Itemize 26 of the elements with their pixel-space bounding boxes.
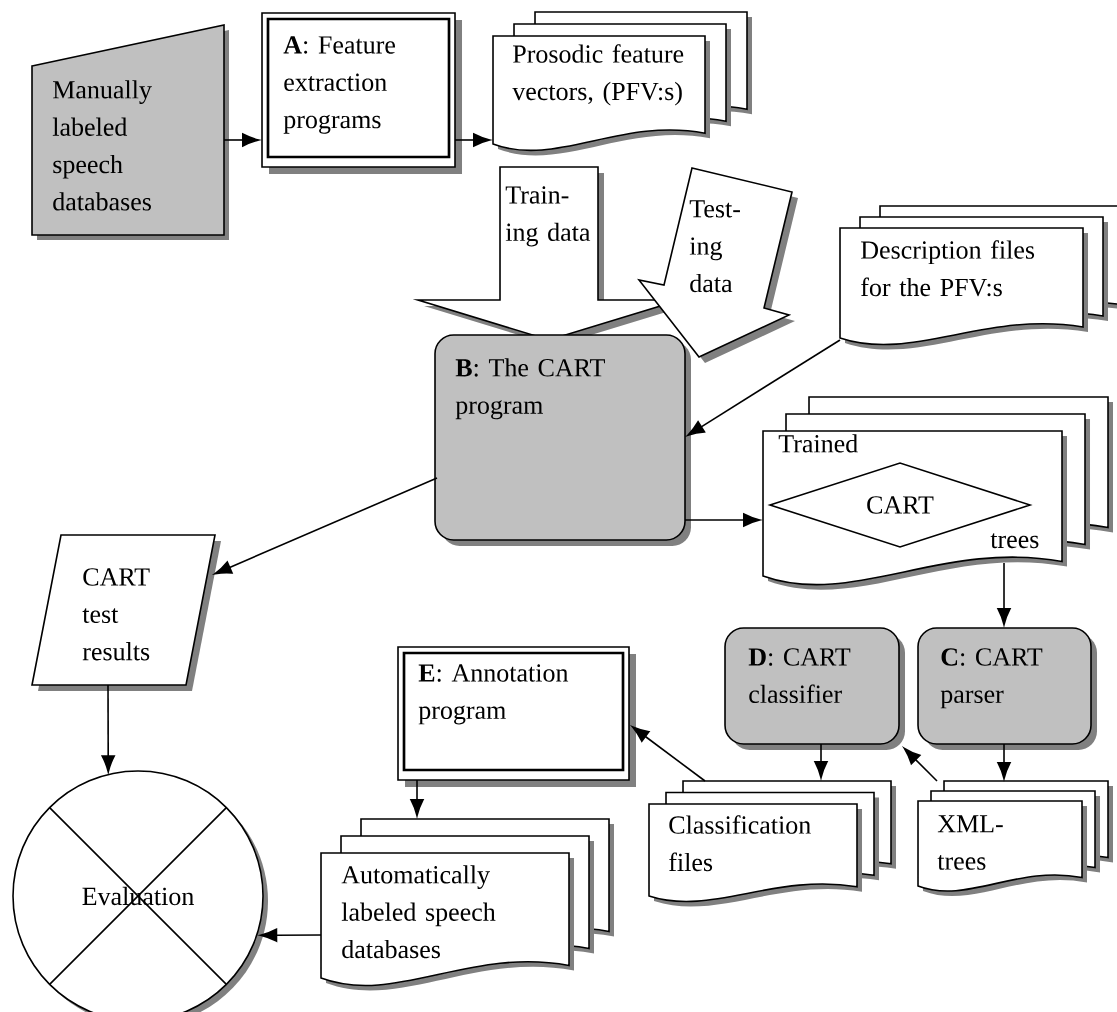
document-stack: Prosodic feature vectors, (PFV:s) <box>492 11 752 156</box>
node-label: XML- trees <box>937 815 1003 870</box>
node-label: Trained <box>778 434 858 453</box>
document-stack: Automatically labeled speech databases <box>320 818 614 991</box>
arrow <box>997 743 1011 780</box>
arrow <box>259 928 322 942</box>
arrow <box>687 339 841 436</box>
process-box: E: Annotation program <box>397 646 636 787</box>
arrow <box>410 779 424 817</box>
arrow <box>454 133 491 147</box>
arrow <box>631 726 706 782</box>
document-stack: XML- trees <box>917 780 1113 896</box>
arrow <box>997 562 1011 626</box>
arrow <box>814 743 828 779</box>
data-parallelogram: CART test results <box>31 534 221 691</box>
process-box: C: CART parser <box>917 627 1097 750</box>
arrow <box>684 513 761 527</box>
arrow <box>214 477 438 575</box>
document-stack: Description files for the PFV:s <box>839 205 1117 350</box>
arrow <box>101 684 115 773</box>
process-box: A: Feature extraction programs <box>261 12 462 174</box>
arrow <box>903 747 938 782</box>
arrow <box>223 133 260 147</box>
process-box: B: The CART program <box>434 334 691 546</box>
process-box: D: CART classifier <box>724 627 905 750</box>
document-stack: Classification files <box>648 780 896 907</box>
